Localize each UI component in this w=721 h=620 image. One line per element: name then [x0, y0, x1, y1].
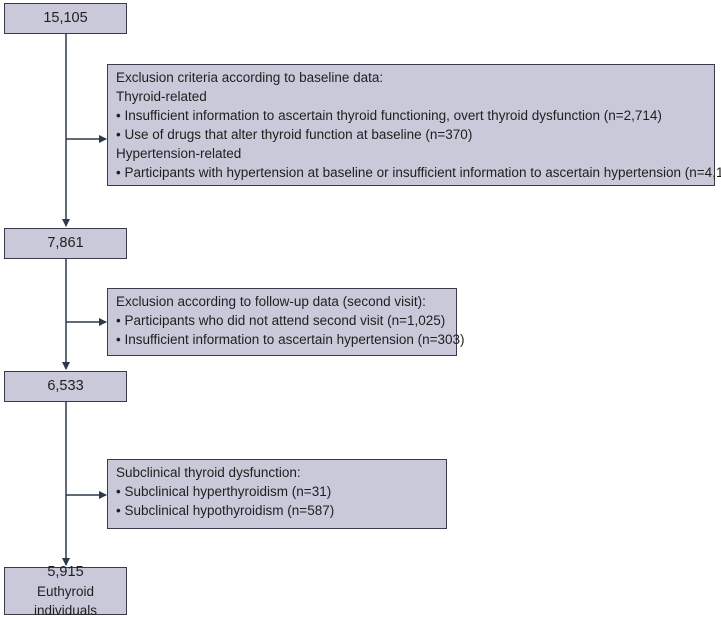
followup-exclusion-box: Exclusion according to follow-up data (s… [107, 288, 465, 356]
subclinical-exclusion-box: Subclinical thyroid dysfunction: Subclin… [107, 459, 447, 529]
baseline-exclusion-box: Exclusion criteria according to baseline… [107, 64, 721, 186]
box-start: 15,105 [4, 3, 127, 34]
final-label: Euthyroid individuals [33, 583, 98, 618]
start-count: 15,105 [43, 10, 88, 26]
step2-count: 7,861 [47, 235, 84, 251]
hypertension-related-heading: Hypertension-related [116, 146, 242, 161]
subclinical-item-hypo: Subclinical hypothyroidism (n=587) [116, 501, 438, 520]
step3-count: 6,533 [47, 378, 84, 394]
followup-item-insufficient-info: Insufficient information to ascertain hy… [116, 330, 464, 349]
thyroid-item-overt-dysfunction: Insufficient information to ascertain th… [116, 106, 706, 125]
box-final: 5,915 Euthyroid individuals [4, 564, 127, 618]
thyroid-item-drugs: Use of drugs that alter thyroid function… [116, 125, 706, 144]
box-step2: 7,861 [4, 228, 127, 259]
box-step3: 6,533 [4, 371, 127, 402]
thyroid-related-heading: Thyroid-related [116, 89, 207, 104]
followup-exclusion-title: Exclusion according to follow-up data (s… [116, 294, 426, 309]
final-count: 5,915 [47, 563, 84, 580]
subclinical-item-hyper: Subclinical hyperthyroidism (n=31) [116, 482, 438, 501]
baseline-exclusion-title: Exclusion criteria according to baseline… [116, 70, 384, 85]
subclinical-title: Subclinical thyroid dysfunction: [116, 465, 301, 480]
followup-item-not-attended: Participants who did not attend second v… [116, 311, 448, 330]
hypertension-item-baseline: Participants with hypertension at baseli… [116, 163, 721, 182]
